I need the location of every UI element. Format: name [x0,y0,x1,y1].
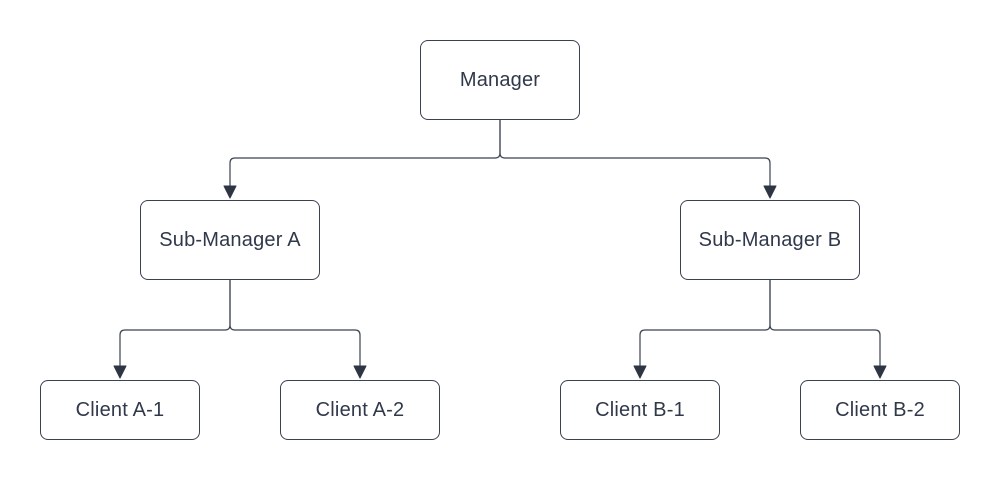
arrowhead-sub-a-icon [223,185,237,199]
node-sub-manager-b-label: Sub-Manager B [698,228,842,251]
node-client-b-2[interactable]: Client B-2 [800,380,960,440]
node-client-a-1[interactable]: Client A-1 [40,380,200,440]
edge-manager-to-sub-b [499,120,771,186]
edge-sub-b-to-client-b1 [639,280,771,366]
node-sub-manager-a-label: Sub-Manager A [159,228,301,251]
arrowhead-client-a2-icon [353,365,367,379]
node-client-b-1-label: Client B-1 [595,398,685,421]
node-sub-manager-b[interactable]: Sub-Manager B [680,200,860,280]
edge-manager-to-sub-a [229,120,501,186]
node-client-a-1-label: Client A-1 [75,398,165,421]
arrowhead-client-a1-icon [113,365,127,379]
arrowhead-client-b1-icon [633,365,647,379]
node-manager-label: Manager [459,68,541,91]
edge-sub-a-to-client-a1 [119,280,231,366]
arrowhead-sub-b-icon [763,185,777,199]
node-client-b-2-label: Client B-2 [835,398,925,421]
edge-sub-b-to-client-b2 [769,280,881,366]
node-client-a-2[interactable]: Client A-2 [280,380,440,440]
node-client-a-2-label: Client A-2 [315,398,405,421]
node-manager[interactable]: Manager [420,40,580,120]
node-sub-manager-a[interactable]: Sub-Manager A [140,200,320,280]
node-client-b-1[interactable]: Client B-1 [560,380,720,440]
edge-sub-a-to-client-a2 [229,280,361,366]
arrowhead-client-b2-icon [873,365,887,379]
